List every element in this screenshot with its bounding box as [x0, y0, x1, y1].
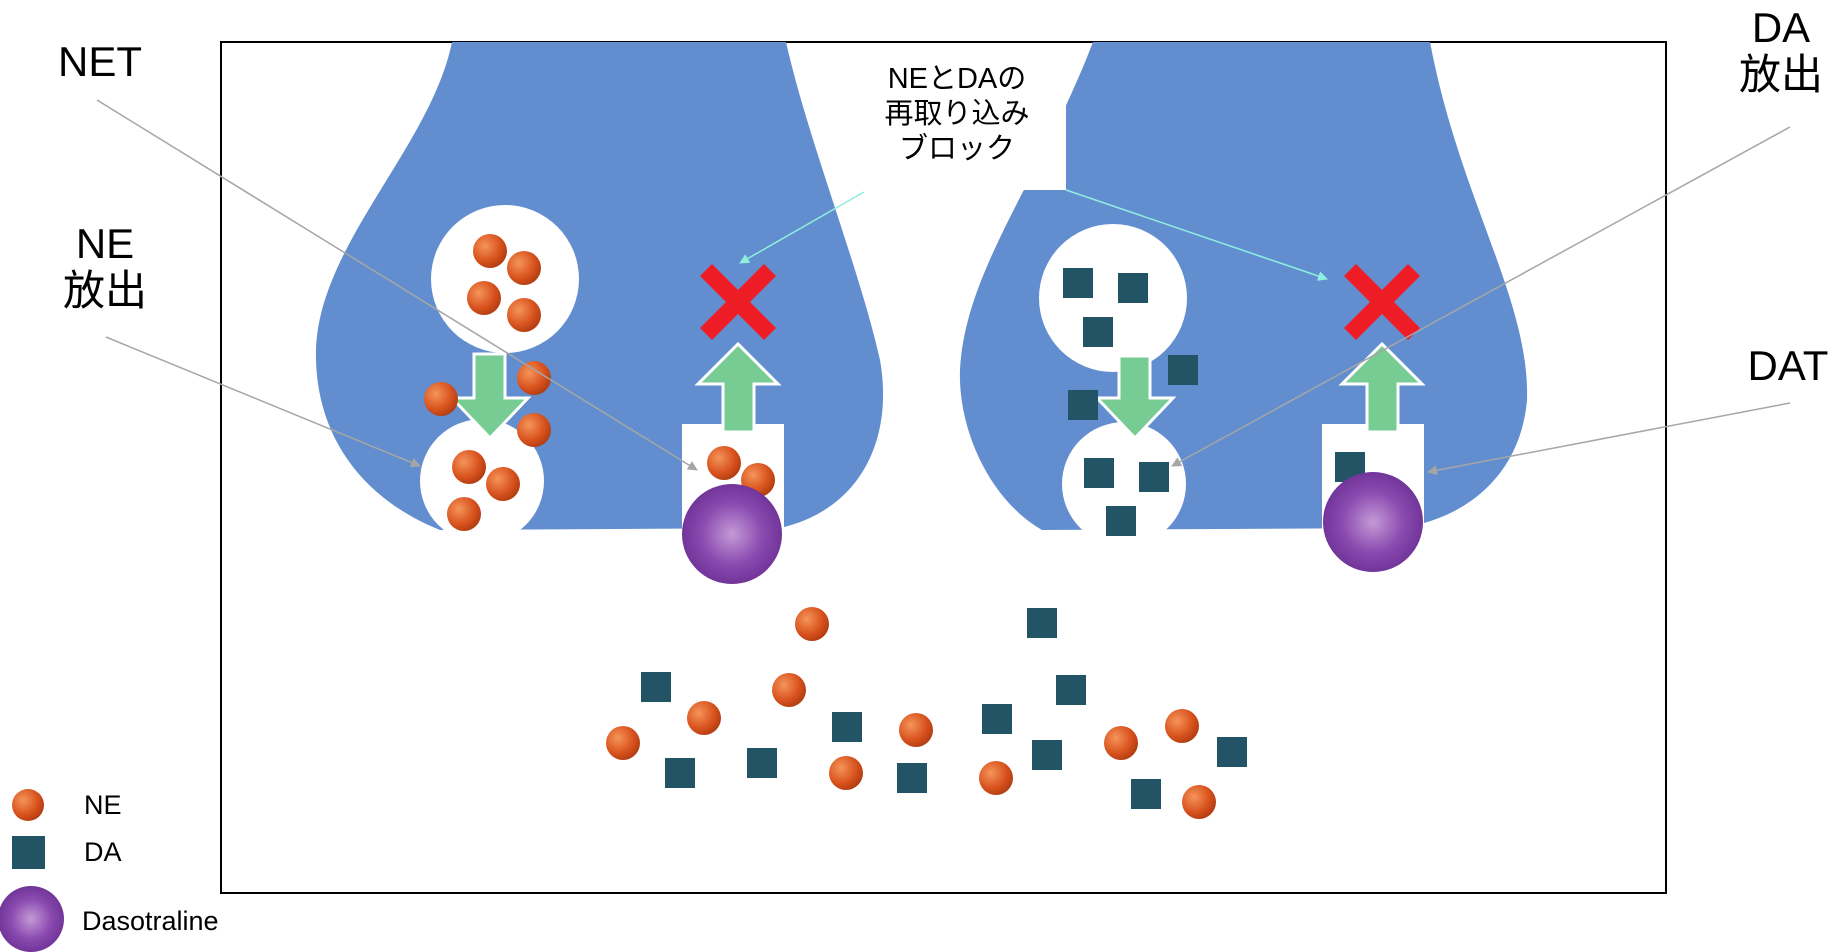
da-molecule	[1168, 355, 1198, 385]
da-vesicle-full	[1039, 224, 1187, 372]
legend-ne-icon	[12, 789, 44, 821]
da-molecule	[1217, 737, 1247, 767]
block-label: NEとDAの 再取り込み ブロック	[852, 62, 1062, 166]
dat-label: DAT	[1747, 342, 1829, 389]
da-molecule	[982, 704, 1012, 734]
da-reuptake-block-icon	[1343, 263, 1421, 341]
ne-molecule	[467, 281, 501, 315]
block-label-line2: 再取り込み	[884, 97, 1030, 130]
ne-molecule	[447, 497, 481, 531]
da-release-label-line1: DA	[1751, 4, 1811, 51]
ne-molecule	[899, 713, 933, 747]
da-vesicle-releasing	[1062, 422, 1186, 546]
da-molecule	[1084, 458, 1114, 488]
ne-molecule	[1104, 726, 1138, 760]
dat-pointer	[1427, 402, 1791, 476]
ne-reuptake-arrow	[694, 341, 782, 434]
da-molecule	[747, 748, 777, 778]
da-molecules	[641, 268, 1365, 809]
ne-molecule	[687, 701, 721, 735]
ne-molecule	[507, 251, 541, 285]
ne-reuptake-block-icon	[699, 263, 777, 341]
legend-da-text: DA	[84, 837, 122, 867]
da-molecule	[1068, 390, 1098, 420]
ne-molecule	[772, 673, 806, 707]
ne-release-label-line2: 放出	[62, 267, 147, 315]
ne-vesicle-full	[431, 205, 579, 353]
ne-molecule	[979, 761, 1013, 795]
da-molecule	[1056, 675, 1086, 705]
ne-molecule	[424, 382, 458, 416]
ne-molecule	[517, 361, 551, 395]
da-molecule	[641, 672, 671, 702]
ne-molecule	[795, 607, 829, 641]
ne-molecule	[1182, 785, 1216, 819]
da-molecule	[665, 758, 695, 788]
legend-da-icon	[12, 836, 45, 869]
da-molecule	[1131, 779, 1161, 809]
da-molecule	[1106, 506, 1136, 536]
ne-release-pointer	[105, 336, 421, 468]
block-pointer-ne	[739, 191, 865, 264]
net-pointer	[96, 99, 698, 471]
da-molecule	[1118, 273, 1148, 303]
da-reuptake-arrow	[1338, 341, 1426, 434]
da-release-label-line2: 放出	[1738, 51, 1823, 99]
ne-molecule	[606, 726, 640, 760]
legend-ne-text: NE	[84, 790, 122, 820]
da-molecule	[1027, 608, 1057, 638]
ne-molecule	[829, 756, 863, 790]
da-release-arrow	[1093, 354, 1177, 441]
ne-release-arrow	[448, 352, 532, 441]
legend-dasotraline-icon	[0, 886, 64, 952]
da-molecule	[1139, 462, 1169, 492]
ne-molecule	[452, 450, 486, 484]
da-molecule	[1083, 317, 1113, 347]
ne-release-label-line1: NE	[75, 220, 135, 267]
ne-molecule	[1165, 709, 1199, 743]
ne-molecules	[424, 234, 1216, 819]
block-pointer-da	[1065, 189, 1328, 281]
block-label-line3: ブロック	[898, 132, 1015, 165]
da-molecule	[1032, 740, 1062, 770]
ne-molecule	[486, 467, 520, 501]
ne-molecule	[507, 298, 541, 332]
da-molecule	[897, 763, 927, 793]
block-label-box	[848, 52, 1066, 190]
dasotraline-at-dat	[1323, 472, 1423, 572]
block-label-line1: NEとDAの	[887, 63, 1027, 95]
dasotraline-at-net	[682, 484, 782, 584]
da-release-label: DA 放出	[1725, 4, 1837, 98]
da-molecule	[1063, 268, 1093, 298]
net-label: NET	[58, 38, 142, 85]
ne-molecule	[473, 234, 507, 268]
da-release-pointer	[1171, 126, 1791, 467]
ne-molecule	[707, 446, 741, 480]
legend-dasotraline-text: Dasotraline	[82, 906, 219, 936]
ne-release-label: NE 放出	[40, 220, 170, 314]
ne-molecule	[517, 413, 551, 447]
da-molecule	[832, 712, 862, 742]
